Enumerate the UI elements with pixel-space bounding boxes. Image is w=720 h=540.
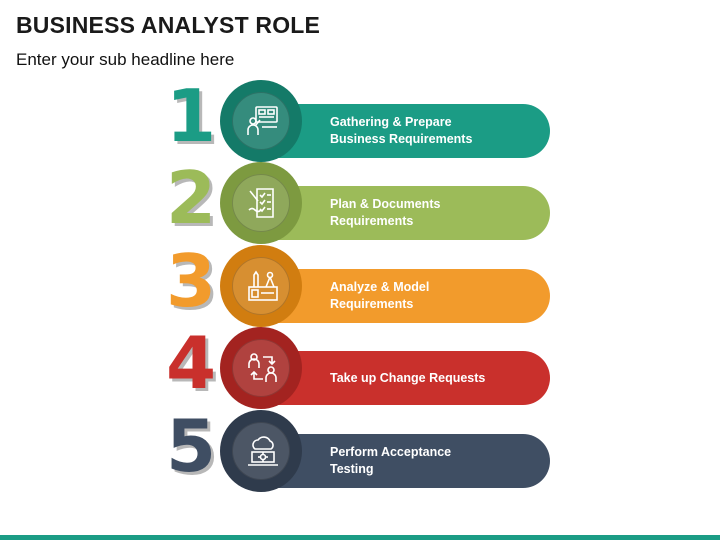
presentation-board-icon [247,106,278,135]
step-3: 3 Analyze & Model Requirements [0,241,720,327]
step-icon-circle [220,80,302,162]
exchange-people-icon [248,353,277,382]
step-label: Perform Acceptance Testing [330,445,452,476]
step-number: 2 [166,156,217,240]
step-label: Plan & Documents Requirements [330,197,441,228]
page-subtitle: Enter your sub headline here [16,50,235,69]
step-number: 5 [166,404,217,488]
step-icon-ring [232,339,290,397]
step-label: Take up Change Requests [330,370,486,385]
step-number: 1 [166,74,217,158]
footer-accent-line [0,535,720,540]
step-icon-ring [232,257,290,315]
model-tools-icon [248,270,278,301]
step-icon-ring [232,92,290,150]
step-number: 4 [166,321,217,405]
step-icon-ring [232,422,290,480]
step-4: 4 Take up Change Requests [0,323,720,409]
document-checklist-icon [248,188,274,218]
step-label: Analyze & Model Requirements [330,280,430,311]
page-title: BUSINESS ANALYST ROLE [16,12,321,38]
step-icon-circle [220,327,302,409]
step-icon-circle [220,245,302,327]
step-number: 3 [166,239,217,323]
step-1: 1 Gathering & Prepare Business Requireme… [0,76,720,162]
step-icon-circle [220,410,302,492]
step-5: 5 Perform Acceptance Testing [0,406,720,492]
step-label: Gathering & Prepare Business Requirement… [330,115,473,146]
cloud-laptop-settings-icon [248,436,278,466]
step-2: 2 Plan & Documents Requirements [0,158,720,244]
